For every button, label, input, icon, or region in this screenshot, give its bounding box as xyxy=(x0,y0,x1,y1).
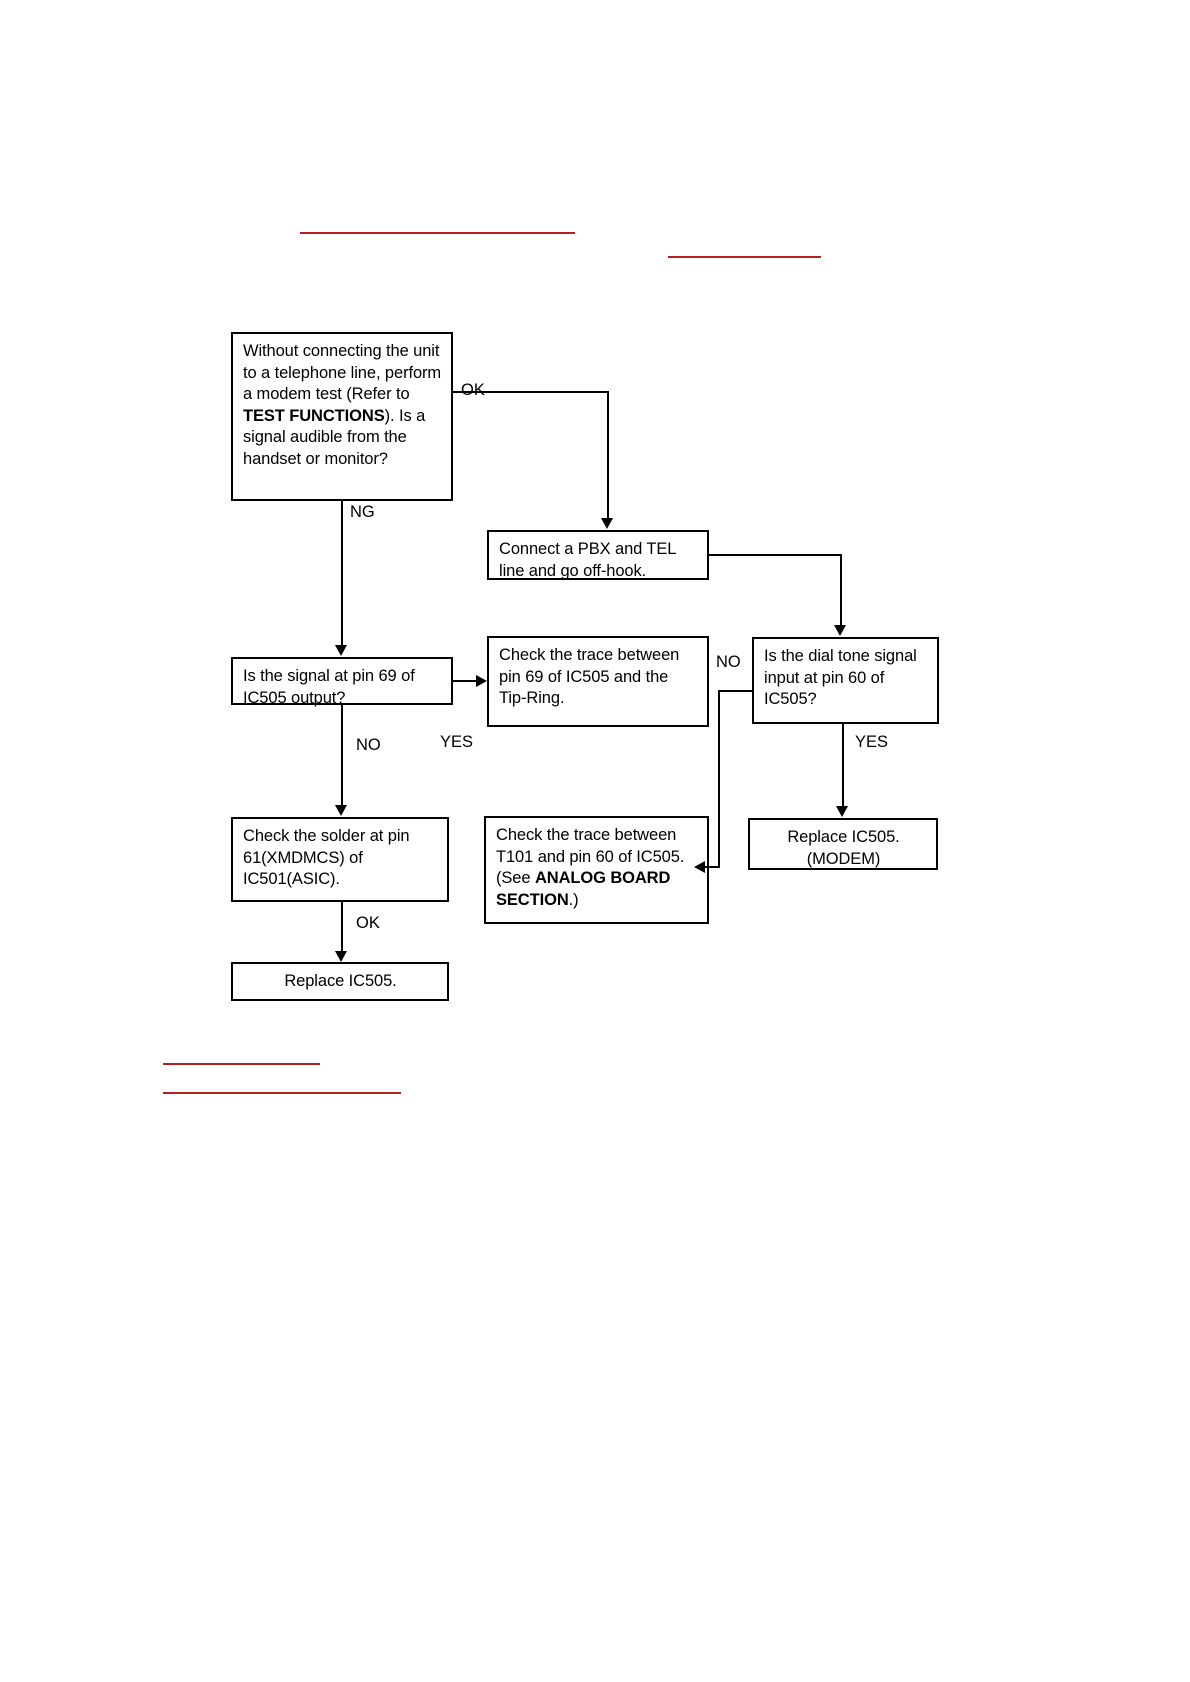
arrowhead-to-check-trace-69 xyxy=(476,675,487,687)
red-rule-bottom-1 xyxy=(163,1063,320,1065)
flow-box-connect-pbx: Connect a PBX and TEL line and go off-ho… xyxy=(487,530,709,580)
branch-label-ok-2: OK xyxy=(356,914,380,932)
connector-no-right-vertical xyxy=(718,690,720,867)
flow-box-check-trace-pin69: Check the trace between pin 69 of IC505 … xyxy=(487,636,709,727)
connector-no-left-vertical xyxy=(341,705,343,806)
red-rule-top-1 xyxy=(300,232,575,234)
connector-no-right-horizontal-top xyxy=(718,690,754,692)
red-rule-top-2 xyxy=(668,256,821,258)
connector-yes-right-vertical xyxy=(842,724,844,807)
branch-label-ng: NG xyxy=(350,503,375,521)
flow-box-replace-ic505: Replace IC505. xyxy=(231,962,449,1001)
flow-box-signal-at-pin69: Is the signal at pin 69 of IC505 output? xyxy=(231,657,453,707)
connector-pbx-to-dial-tone-vertical xyxy=(840,554,842,626)
connector-no-right-horizontal-bottom xyxy=(700,866,720,868)
arrowhead-to-signal-pin69 xyxy=(335,645,347,656)
connector-yes-left-horizontal xyxy=(453,680,477,682)
arrowhead-to-check-solder xyxy=(335,805,347,816)
connector-ok-vertical xyxy=(607,391,609,519)
branch-label-yes-left: YES xyxy=(440,733,474,751)
red-rule-bottom-2 xyxy=(163,1092,401,1094)
branch-label-ok-1: OK xyxy=(461,381,485,399)
flow-box-check-solder: Check the solder at pin 61(XMDMCS) of IC… xyxy=(231,817,449,902)
flow-box-modem-test: Without connecting the unit to a telepho… xyxy=(231,332,453,501)
branch-label-no-left: NO xyxy=(356,736,381,754)
branch-label-yes-right: YES xyxy=(855,733,889,751)
branch-label-no-right: NO xyxy=(716,653,741,671)
connector-ok-horizontal xyxy=(453,391,609,393)
arrowhead-to-check-trace-t101 xyxy=(694,861,705,873)
connector-ok2-vertical xyxy=(341,902,343,952)
arrowhead-to-replace-modem xyxy=(836,806,848,817)
arrowhead-to-dial-tone xyxy=(834,625,846,636)
flow-box-check-trace-t101: Check the trace between T101 and pin 60 … xyxy=(484,816,709,924)
connector-pbx-to-dial-tone-horizontal xyxy=(709,554,842,556)
arrowhead-to-connect-pbx xyxy=(601,518,613,529)
connector-ng-vertical xyxy=(341,501,343,646)
arrowhead-to-replace-ic505 xyxy=(335,951,347,962)
flow-box-dial-tone-input: Is the dial tone signal input at pin 60 … xyxy=(752,637,939,724)
flow-box-replace-ic505-modem: Replace IC505.(MODEM) xyxy=(748,818,938,870)
